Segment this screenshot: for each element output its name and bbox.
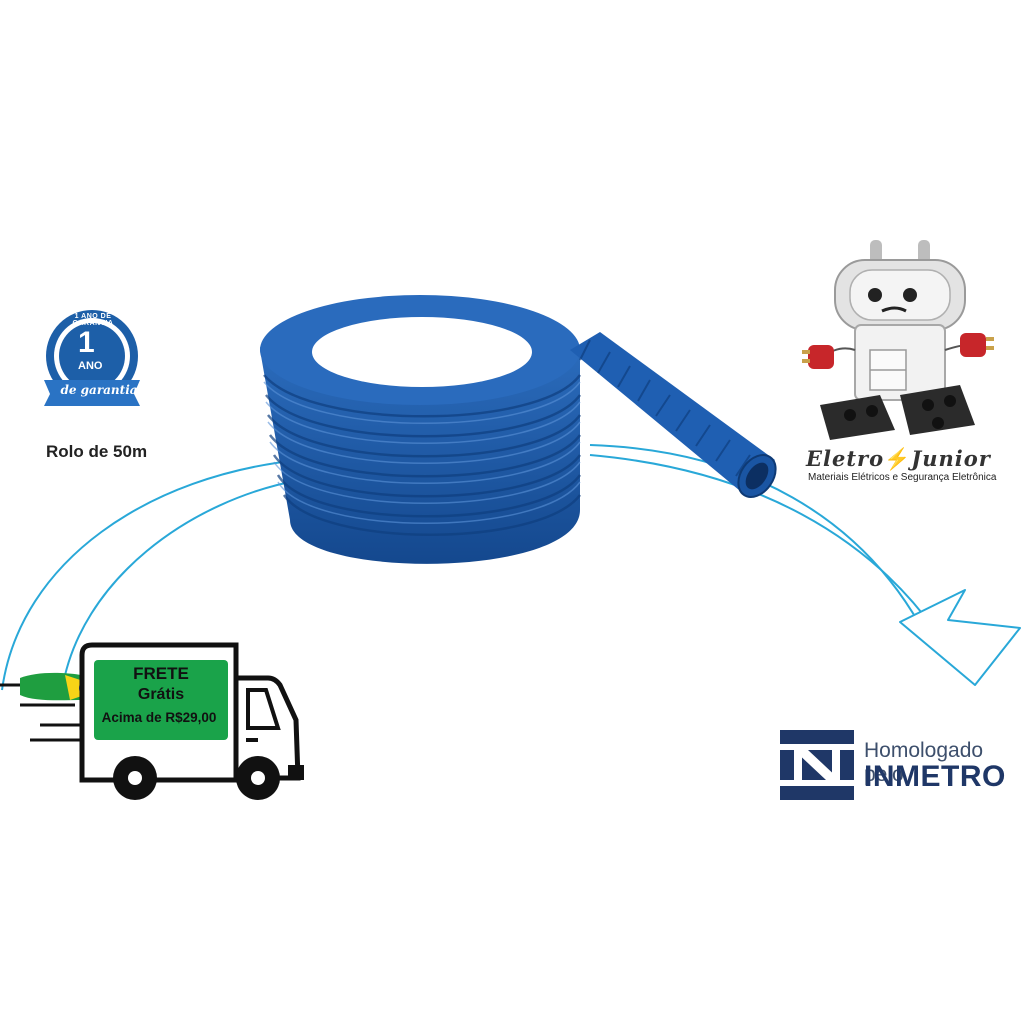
brand-name: Eletro⚡Junior xyxy=(806,446,991,472)
warranty-seal-icon xyxy=(44,310,140,406)
shipping-title: FRETE xyxy=(133,664,189,683)
brand-name-right: Junior xyxy=(911,446,991,471)
shipping-subtitle: Grátis xyxy=(137,686,185,703)
conduit-coil-image xyxy=(260,295,777,564)
plug-mascot-logo xyxy=(802,240,994,440)
seal-ring-text: 1 ANO DE GARANTIA xyxy=(72,313,114,327)
seal-number: 1 xyxy=(78,326,95,359)
seal-unit: ANO xyxy=(78,360,103,372)
certification-prefix: Homologado pelo xyxy=(864,739,984,786)
shipping-condition: Acima de R$29,00 xyxy=(101,710,217,725)
arrow-down-right-icon xyxy=(899,589,1021,686)
seal-ribbon-text: de garantia xyxy=(60,383,138,397)
lightning-bolt-icon: ⚡ xyxy=(884,446,912,471)
roll-length-label: Rolo de 50m xyxy=(46,442,148,461)
brand-tagline: Materiais Elétricos e Segurança Eletrôni… xyxy=(808,472,997,483)
brand-name-left: Eletro xyxy=(806,446,885,471)
inmetro-logo-icon xyxy=(780,730,854,800)
certification-name: INMETRO xyxy=(864,760,1006,793)
free-shipping-badge: FRETE Grátis Acima de R$29,00 xyxy=(94,660,228,740)
